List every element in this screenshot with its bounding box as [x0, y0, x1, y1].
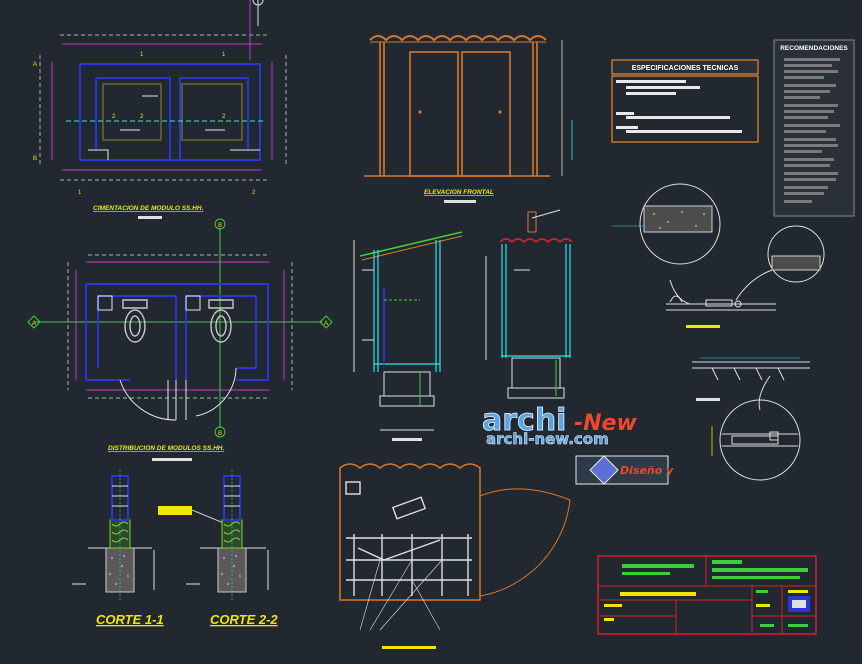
- svg-text:2: 2: [222, 114, 226, 120]
- section-1-drawing: CORTE 1-1: [72, 470, 164, 627]
- svg-text:2: 2: [112, 114, 116, 120]
- watermark-url: archi-new.com: [486, 430, 609, 448]
- section-1-title: CORTE 1-1: [96, 612, 164, 627]
- logo-text: Diseño y: [620, 464, 674, 477]
- svg-text:2: 2: [252, 190, 256, 196]
- svg-text:1: 1: [222, 52, 226, 58]
- design-logo: Diseño y: [575, 455, 674, 485]
- watermark-brand: archi: [482, 403, 566, 438]
- svg-text:B: B: [33, 156, 37, 162]
- recommendations-panel: RECOMENDACIONES: [773, 39, 855, 217]
- distribution-plan: A A B B DISTR: [27, 218, 333, 461]
- axis-a-left-label: A: [32, 321, 36, 327]
- axis-a-right-label: A: [324, 321, 328, 327]
- svg-text:1: 1: [140, 52, 144, 58]
- svg-text:A: A: [33, 62, 37, 68]
- svg-text:1: 1: [78, 190, 82, 196]
- spec-panel: ESPECIFICACIONES TECNICAS: [611, 59, 759, 143]
- detail-circle-3: [711, 399, 801, 481]
- svg-text:2: 2: [140, 114, 144, 120]
- section-2-title: CORTE 2-2: [210, 612, 278, 627]
- watermark-brand-suffix: -New: [574, 411, 637, 436]
- section-2-drawing: CORTE 2-2: [158, 470, 278, 627]
- detail-circle-1: [612, 183, 721, 305]
- foundation-plan: A B 1 2 1 1 2 2 2 CIMENTACION DE MODULO …: [33, 0, 287, 219]
- title-block: [597, 555, 817, 635]
- detail-circle-2: [735, 225, 825, 301]
- detail-slab: [692, 357, 810, 411]
- recommendations-title: RECOMENDACIONES: [780, 45, 848, 52]
- spec-title: ESPECIFICACIONES TECNICAS: [632, 65, 739, 72]
- axis-b-bottom-label: B: [218, 431, 222, 437]
- front-elevation: ELEVACION FRONTAL: [364, 35, 573, 203]
- side-section-left: [353, 231, 463, 441]
- side-section-right: [485, 209, 573, 399]
- detail-foundation-joint: [666, 295, 776, 328]
- site-detail-plan: [339, 463, 571, 649]
- front-elevation-title: ELEVACION FRONTAL: [424, 189, 494, 196]
- foundation-plan-title: CIMENTACION DE MODULO SS.HH.: [93, 205, 204, 212]
- archi-new-watermark: archi -New archi-new.com Diseño y: [482, 403, 674, 485]
- axis-b-top-label: B: [218, 223, 222, 229]
- distribution-plan-title: DISTRIBUCION DE MODULOS SS.HH.: [108, 445, 224, 452]
